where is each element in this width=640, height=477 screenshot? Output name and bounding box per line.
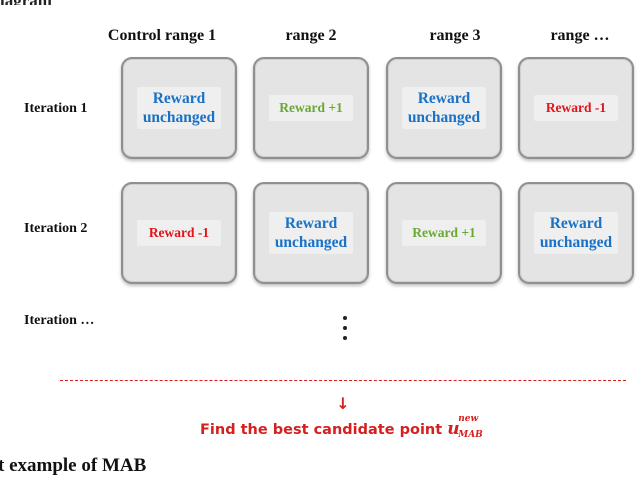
reward-cell: Reward +1 xyxy=(386,182,502,284)
column-header-control-range-1: Control range 1 xyxy=(107,27,217,44)
reward-cell: Reward -1 xyxy=(518,57,634,159)
reward-label: Reward unchanged xyxy=(402,87,486,129)
column-header-range-3: range 3 xyxy=(429,27,481,44)
symbol-superscript: new xyxy=(458,414,479,424)
row-label-iteration-more: Iteration … xyxy=(24,313,95,328)
symbol-u: u xyxy=(447,419,460,439)
reward-label: Reward -1 xyxy=(137,220,221,246)
reward-cell: Reward -1 xyxy=(121,182,237,284)
separator-line xyxy=(60,380,626,381)
reward-cell: Reward unchanged xyxy=(518,182,634,284)
continuation-dots xyxy=(336,316,354,342)
reward-cell: Reward unchanged xyxy=(121,57,237,159)
row-label-iteration-2: Iteration 2 xyxy=(24,221,88,236)
reward-label: Reward -1 xyxy=(534,95,618,121)
previous-caption-fragment: iagram xyxy=(0,0,80,5)
column-header-range-2: range 2 xyxy=(285,27,337,44)
reward-cell: Reward unchanged xyxy=(253,182,369,284)
column-header-range-more: range … xyxy=(550,27,610,44)
symbol-subscript: MAB xyxy=(458,430,483,440)
reward-label: Reward unchanged xyxy=(137,87,221,129)
reward-cell: Reward +1 xyxy=(253,57,369,159)
down-arrow-icon: ↓ xyxy=(336,394,350,413)
reward-cell: Reward unchanged xyxy=(386,57,502,159)
reward-label: Reward +1 xyxy=(269,95,353,121)
figure-caption: t example of MAB xyxy=(0,455,147,476)
row-label-iteration-1: Iteration 1 xyxy=(24,101,88,116)
reward-label: Reward unchanged xyxy=(534,212,618,254)
reward-label: Reward +1 xyxy=(402,220,486,246)
reward-label: Reward unchanged xyxy=(269,212,353,254)
conclusion-label: Find the best candidate point xyxy=(200,422,448,438)
